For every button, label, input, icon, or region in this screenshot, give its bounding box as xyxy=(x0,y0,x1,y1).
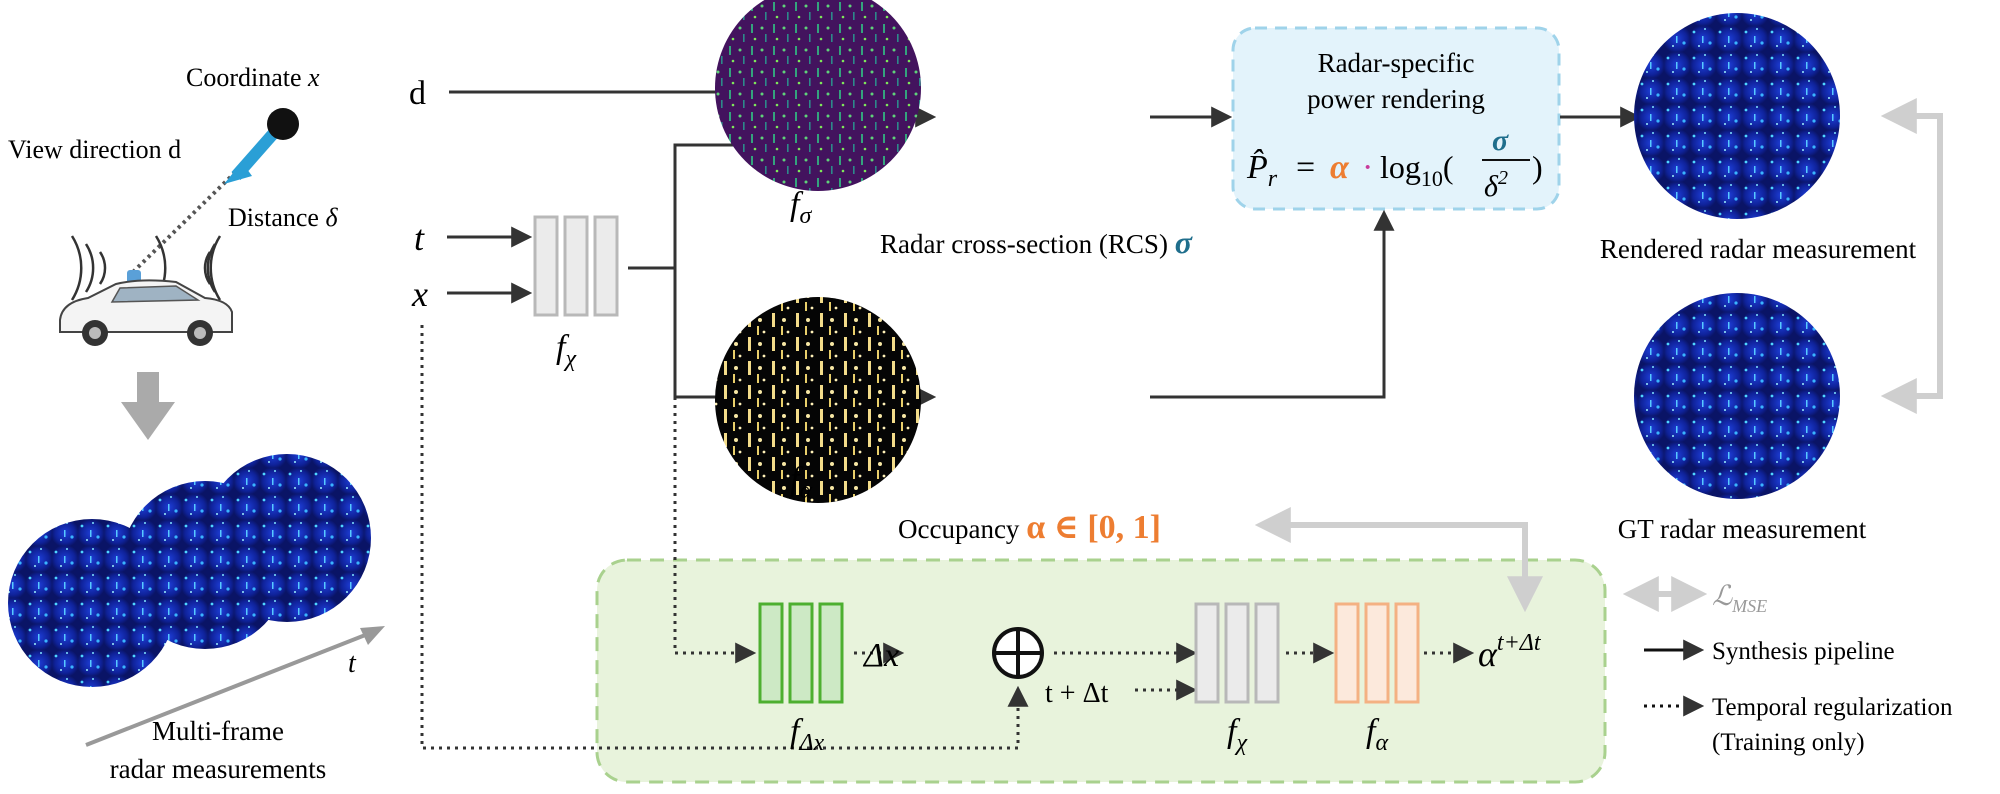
input-t: t xyxy=(414,218,425,258)
mlp-layer xyxy=(758,602,784,704)
multiframe-line1: Multi-frame xyxy=(152,716,284,746)
rendered-label: Rendered radar measurement xyxy=(1600,234,1917,264)
scene-illustration xyxy=(8,108,385,747)
svg-text:=: = xyxy=(1296,149,1315,186)
rendering-box xyxy=(1231,26,1561,211)
svg-text:log10(: log10( xyxy=(1380,149,1454,191)
legend-mse: ℒMSE xyxy=(1712,581,1767,616)
input-x: x xyxy=(411,274,428,314)
radar-frame-1 xyxy=(8,519,176,687)
svg-text:δ2: δ2 xyxy=(1484,167,1508,203)
rcs-label: Radar cross-section (RCS) σ xyxy=(880,224,1193,260)
mlp-layer xyxy=(1364,602,1390,704)
occupancy-label: Occupancy α ∈ [0, 1] xyxy=(898,509,1161,546)
mlp-f-alpha2 xyxy=(1334,602,1420,704)
mlp-layer xyxy=(563,215,589,317)
label-f-sigma: fσ xyxy=(790,186,812,229)
mlp-f-chi xyxy=(533,215,619,317)
t-plus-dt-label: t + Δt xyxy=(1045,678,1109,709)
mlp-layer xyxy=(1194,602,1220,704)
gt-radar-image xyxy=(1634,293,1840,499)
svg-text:α: α xyxy=(1330,149,1350,186)
delta-x-label: Δx xyxy=(862,637,899,674)
mlp-layer xyxy=(533,215,559,317)
rendering-title-1: Radar-specific xyxy=(1318,48,1475,78)
rendering-title-2: power rendering xyxy=(1307,84,1485,114)
svg-text:): ) xyxy=(1532,149,1543,185)
rendering-equation: P̂r = α · log10( σ δ2 ) xyxy=(1246,124,1543,203)
mlp-layer xyxy=(788,602,814,704)
rendered-radar-image xyxy=(1634,13,1840,219)
time-axis-label: t xyxy=(348,648,357,679)
view-direction-label: View direction d xyxy=(8,135,181,164)
mlp-layer xyxy=(1394,602,1420,704)
label-f-dx: fΔx xyxy=(790,713,825,756)
legend-temporal-2: (Training only) xyxy=(1712,729,1865,756)
mlp-layer xyxy=(1254,602,1280,704)
mlp-layer xyxy=(818,602,844,704)
mlp-layer xyxy=(593,215,619,317)
temporal-regularization-region xyxy=(595,558,1607,784)
input-d: d xyxy=(409,75,426,112)
mlp-layer xyxy=(1224,602,1250,704)
gt-label: GT radar measurement xyxy=(1618,514,1867,544)
multiframe-line2: radar measurements xyxy=(110,754,327,784)
coordinate-label: Coordinate x xyxy=(186,63,320,92)
coordinate-point xyxy=(267,108,299,140)
legend-synthesis: Synthesis pipeline xyxy=(1712,638,1895,665)
down-arrow-icon xyxy=(121,402,175,440)
distance-label: Distance δ xyxy=(228,203,338,232)
mlp-f-chi2 xyxy=(1194,602,1280,704)
svg-text:P̂r: P̂r xyxy=(1246,148,1278,192)
legend-temporal-1: Temporal regularization xyxy=(1712,694,1953,721)
mlp-layer xyxy=(1334,602,1360,704)
svg-text:σ: σ xyxy=(1492,124,1509,157)
alpha-out-label: αt+Δt xyxy=(1478,630,1542,674)
car-icon xyxy=(59,270,233,346)
mlp-f-dx xyxy=(758,602,844,704)
label-f-chi: fχ xyxy=(556,329,577,372)
svg-text:·: · xyxy=(1362,149,1373,186)
